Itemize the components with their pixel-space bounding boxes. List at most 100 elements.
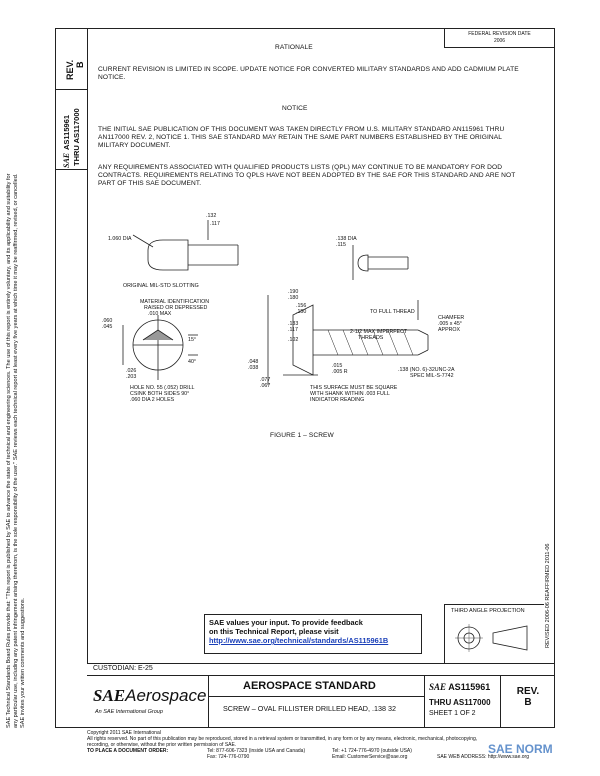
fig-dim-angle: 1.060 DIA xyxy=(108,236,132,242)
footer-order-label: TO PLACE A DOCUMENT ORDER: xyxy=(87,748,169,754)
fig-dim-005: .005 R xyxy=(332,369,348,375)
screw-figure: .132 .117 1.060 DIA .138 DIA .115 ORIGIN… xyxy=(102,213,464,403)
fig-chamfer1: CHAMFER xyxy=(438,315,464,321)
fig-chamfer2: .005 x 45° xyxy=(438,321,462,327)
footer-rights2: recording, or otherwise, without the pri… xyxy=(87,742,237,748)
third-angle-symbol xyxy=(455,624,528,652)
fig-mat-note2: RAISED OR DEPRESSED xyxy=(144,305,207,311)
fig-dim-117: .117 xyxy=(210,221,220,227)
custodian-row: CUSTODIAN: E-25 xyxy=(87,663,555,675)
fig-surface-note2: WITH SHANK WITHIN .003 FULL xyxy=(310,391,390,397)
fig-mat-note1: MATERIAL IDENTIFICATION xyxy=(140,299,209,305)
third-angle-label: THIRD ANGLE PROJECTION xyxy=(451,608,525,614)
fig-dim-138: .138 DIA xyxy=(336,236,357,242)
fig-thread-spec1: .138 (NO. 6)-32UNC-2A xyxy=(398,367,455,373)
fig-dim-15: 15° xyxy=(188,337,196,343)
sae-mark-vertical: SAE xyxy=(62,152,71,168)
footer-contacts: TO PLACE A DOCUMENT ORDER: Tel: 877-606-… xyxy=(87,748,557,762)
footer-web[interactable]: SAE WEB ADDRESS: http://www.sae.org xyxy=(437,754,529,760)
federal-date-line1: FEDERAL REVISION DATE xyxy=(468,31,531,37)
fig-mat-note3: .010 MAX xyxy=(148,311,172,317)
feedback-line1: SAE values your input. To provide feedba… xyxy=(209,618,363,627)
tb-rev-label: REV. xyxy=(516,686,540,697)
rationale-text: CURRENT REVISION IS LIMITED IN SCOPE. UP… xyxy=(98,66,519,81)
rev-value: B xyxy=(75,61,85,69)
third-angle-box: THIRD ANGLE PROJECTION xyxy=(444,604,544,664)
rationale-heading: RATIONALE xyxy=(275,44,313,51)
title-divider xyxy=(209,696,425,697)
custodian-label: CUSTODIAN: E-25 xyxy=(93,665,153,672)
footer-copyright: Copyright 2011 SAE International xyxy=(87,730,161,736)
fig-imperfect1: 2-1/2 MAX IMPERFECT xyxy=(350,329,408,335)
federal-date-line2: 2006 xyxy=(493,38,506,44)
rev-label: REV. xyxy=(65,59,75,80)
footer-fax: Fax: 724-776-0790 xyxy=(207,754,250,760)
doc-number-vertical: SAE AS115961 THRU AS117000 xyxy=(55,90,87,170)
footer-rights1: All rights reserved. No part of this pub… xyxy=(87,736,478,742)
side-legal-text: SAE Technical Standards Board Rules prov… xyxy=(6,173,26,728)
fig-dim-060: .060 xyxy=(102,318,112,324)
fig-original-slot: ORIGINAL MIL-STD SLOTTING xyxy=(123,283,199,289)
title-cell: AEROSPACE STANDARD SCREW – OVAL FILLISTE… xyxy=(209,676,425,728)
left-column xyxy=(55,28,88,663)
title-block: SAEAerospace An SAE International Group … xyxy=(87,675,555,728)
fig-dim-190: .190 xyxy=(288,289,298,295)
fig-full-thread: TO FULL THREAD xyxy=(370,309,415,315)
revision-dates: REVISED 2006-06 REAFFIRMED 2011-06 xyxy=(545,543,551,648)
fig-dim-117b: .117 xyxy=(288,327,298,333)
fig-dim-132: .132 xyxy=(206,213,216,219)
figure-caption: FIGURE 1 – SCREW xyxy=(270,432,334,439)
fig-dim-038: .038 xyxy=(248,365,258,371)
fig-surface-note3: INDICATOR READING xyxy=(310,397,364,403)
fig-dim-156: .156 xyxy=(296,303,306,309)
rev-cell: REV. B xyxy=(501,676,555,728)
fig-dim-203: .203 xyxy=(126,374,136,380)
docnum-thru: THRU AS117000 xyxy=(429,698,491,707)
screw-head-top-view xyxy=(147,239,189,271)
fig-dim-102: .102 xyxy=(288,337,298,343)
fig-dim-180: .180 xyxy=(288,295,298,301)
watermark-text: SAE NORM xyxy=(488,742,553,756)
fig-dim-150: .150 xyxy=(296,309,306,315)
side-legal-note: SAE Technical Standards Board Rules prov… xyxy=(6,168,27,728)
fig-dim-045: .045 xyxy=(102,324,112,330)
logo-cell: SAEAerospace An SAE International Group xyxy=(87,676,209,728)
fig-dim-133: .133 xyxy=(288,321,298,327)
fig-dim-115: .115 xyxy=(336,242,346,248)
page-frame xyxy=(55,28,555,728)
docnum-main: SAE AS115961 xyxy=(429,682,490,692)
fig-dim-015: .015 xyxy=(332,363,342,369)
docnum-cell: SAE AS115961 THRU AS117000 SHEET 1 OF 2 xyxy=(425,676,501,728)
fig-dim-048: .048 xyxy=(248,359,258,365)
fig-hole-note2: CSINK BOTH SIDES 90° xyxy=(130,391,189,397)
doc-number-line2: THRU AS117000 xyxy=(72,108,81,166)
sae-norm-watermark: SAE NORM xyxy=(488,742,553,756)
rev-box: REV. B xyxy=(55,28,87,90)
fig-hole-note1: HOLE NO. 55 (.052) DRILL xyxy=(130,385,195,391)
docnum-number: AS115961 xyxy=(448,682,491,692)
fig-dim-077: .077 xyxy=(260,377,270,383)
footer-email: Email: CustomerService@sae.org xyxy=(332,754,408,760)
notice-para1: THE INITIAL SAE PUBLICATION OF THIS DOCU… xyxy=(98,126,505,149)
standard-title: AEROSPACE STANDARD xyxy=(243,680,376,692)
logo-aero-text: Aerospace xyxy=(125,686,207,705)
doc-number-line1: AS115961 xyxy=(62,114,71,150)
logo-subtitle: An SAE International Group xyxy=(95,709,163,715)
fig-dim-026: .026 xyxy=(126,368,136,374)
footer-tel1: Tel: 877-606-7323 (inside USA and Canada… xyxy=(207,748,306,754)
tb-rev-value: B xyxy=(524,697,532,708)
federal-date-box: FEDERAL REVISION DATE 2006 xyxy=(444,28,555,48)
fig-dim-40: 40° xyxy=(188,359,196,365)
docnum-sae: SAE xyxy=(429,682,447,692)
feedback-box: SAE values your input. To provide feedba… xyxy=(204,614,422,654)
screw-head-side-view xyxy=(357,254,369,272)
footer: Copyright 2011 SAE International All rig… xyxy=(87,730,557,762)
feedback-link[interactable]: http://www.sae.org/technical/standards/A… xyxy=(209,636,389,645)
logo-sae-text: SAE xyxy=(93,686,126,705)
sae-aerospace-logo: SAEAerospace xyxy=(93,686,206,706)
footer-tel2: Tel: +1 724-776-4970 (outside USA) xyxy=(332,748,412,754)
notice-para2: ANY REQUIREMENTS ASSOCIATED WITH QUALIFI… xyxy=(98,164,516,187)
fig-imperfect2: THREADS xyxy=(358,335,384,341)
feedback-line2: on this Technical Report, please visit xyxy=(209,627,339,636)
fig-hole-note3: .060 DIA 2 HOLES xyxy=(130,397,175,403)
